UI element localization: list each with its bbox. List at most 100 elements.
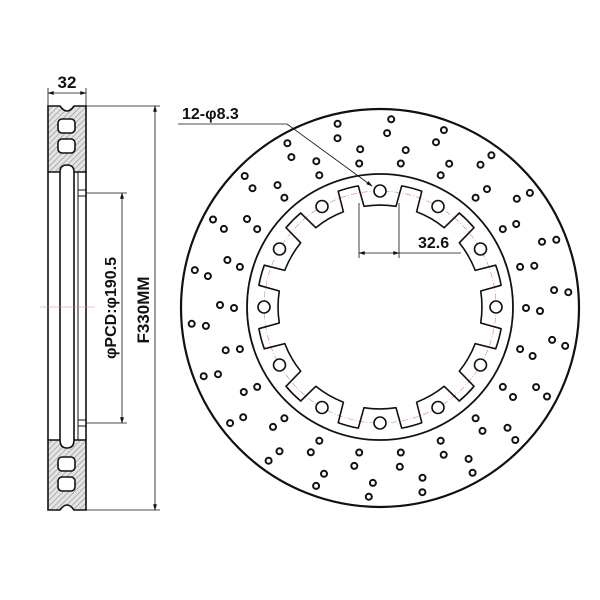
drilled-hole bbox=[511, 436, 520, 444]
bolt-hole bbox=[489, 300, 503, 314]
drilled-hole bbox=[333, 134, 342, 143]
drilled-hole bbox=[471, 414, 480, 423]
drilled-hole bbox=[396, 159, 405, 168]
drilled-hole bbox=[187, 319, 196, 328]
section-top-block bbox=[47, 105, 87, 173]
drilled-hole bbox=[552, 235, 561, 244]
drilled-hole bbox=[223, 256, 232, 264]
drilled-hole bbox=[264, 456, 273, 465]
bolt-holes bbox=[257, 184, 503, 430]
outer-diameter-dimension: F330MM bbox=[86, 105, 160, 511]
drilled-hole bbox=[280, 193, 289, 202]
drilled-hole bbox=[243, 215, 251, 223]
bolt-hole bbox=[473, 242, 488, 256]
bolt-hole bbox=[272, 358, 287, 372]
drilled-hole bbox=[487, 151, 496, 160]
thickness-dimension: 32 bbox=[47, 73, 87, 106]
drilled-hole bbox=[315, 436, 324, 445]
drilled-hole bbox=[190, 266, 199, 275]
drilled-hole bbox=[532, 383, 541, 392]
drilled-hole bbox=[269, 422, 277, 431]
drilled-hole bbox=[240, 172, 249, 180]
drilled-hole bbox=[306, 448, 315, 457]
drilled-hole bbox=[471, 193, 480, 202]
drilled-hole bbox=[221, 346, 230, 355]
drilled-hole bbox=[312, 481, 321, 490]
drilled-hole bbox=[550, 286, 559, 295]
drilled-hole bbox=[401, 146, 410, 155]
drilled-hole bbox=[522, 304, 530, 312]
drilled-hole bbox=[216, 301, 224, 309]
section-bottom-block bbox=[47, 439, 87, 511]
bolt-hole bbox=[373, 416, 387, 430]
drilled-hole bbox=[538, 237, 546, 246]
drilled-hole bbox=[239, 388, 248, 396]
bolt-hole bbox=[431, 400, 445, 415]
drilled-hole bbox=[383, 129, 392, 138]
bolt-hole bbox=[431, 199, 445, 214]
bolt-hole bbox=[373, 184, 387, 198]
slot-width-label: 32.6 bbox=[418, 235, 449, 252]
drilled-hole bbox=[355, 159, 364, 168]
pcd-dimension: φPCD:φ190.5 bbox=[86, 192, 127, 424]
bolt-hole bbox=[473, 358, 488, 372]
bolt-hole bbox=[315, 400, 329, 415]
drilled-hole bbox=[355, 448, 364, 457]
drilled-hole bbox=[516, 262, 525, 271]
bolt-hole bbox=[272, 242, 287, 256]
drilled-hole bbox=[209, 215, 217, 224]
drilled-hole bbox=[478, 426, 487, 435]
drilled-hole bbox=[248, 184, 257, 193]
bolt-hole bbox=[315, 199, 329, 214]
drilled-hole bbox=[548, 335, 557, 344]
drilled-holes bbox=[187, 115, 573, 501]
drilled-hole bbox=[368, 478, 377, 487]
drilled-hole bbox=[445, 159, 454, 168]
outer-rim bbox=[179, 107, 581, 509]
bolt-hole bbox=[257, 300, 271, 314]
front-view bbox=[179, 107, 581, 509]
drilled-hole bbox=[333, 119, 342, 128]
drilled-hole bbox=[239, 413, 248, 422]
drilled-hole bbox=[226, 419, 235, 428]
pcd-centerline bbox=[263, 190, 497, 424]
drilled-hole bbox=[516, 345, 525, 354]
drilled-hole bbox=[235, 262, 244, 271]
drilled-hole bbox=[230, 304, 238, 312]
drilled-hole bbox=[498, 382, 507, 391]
drilled-hole bbox=[320, 469, 328, 478]
drilled-hole bbox=[509, 393, 517, 401]
drilled-hole bbox=[530, 261, 539, 270]
drilled-hole bbox=[536, 307, 544, 315]
inner-ring bbox=[246, 173, 514, 441]
drilled-hole bbox=[312, 157, 321, 166]
slot-width-dimension: 32.6 bbox=[358, 203, 461, 258]
thickness-label: 32 bbox=[58, 73, 77, 92]
bolt-hole-label: 12-φ8.3 bbox=[182, 106, 239, 123]
drilled-hole bbox=[512, 220, 521, 228]
drilled-hole bbox=[503, 423, 512, 432]
drilled-hole bbox=[395, 462, 404, 471]
drilled-hole bbox=[203, 272, 212, 281]
drilled-hole bbox=[201, 321, 210, 330]
drilled-hole bbox=[476, 160, 485, 169]
drilled-hole bbox=[543, 392, 551, 401]
drilled-hole bbox=[464, 454, 473, 463]
drilled-hole bbox=[356, 145, 365, 154]
drilled-hole bbox=[439, 450, 448, 459]
drilled-hole bbox=[219, 224, 228, 233]
drilled-hole bbox=[436, 436, 445, 445]
drilled-hole bbox=[287, 153, 296, 162]
drilled-hole bbox=[561, 341, 570, 350]
bolt-hole-callout: 12-φ8.3 bbox=[178, 106, 373, 187]
drilled-hole bbox=[350, 461, 359, 470]
drilled-hole bbox=[432, 138, 440, 147]
drilled-hole bbox=[315, 171, 324, 180]
drilled-hole bbox=[214, 370, 222, 379]
drilled-hole bbox=[483, 185, 491, 194]
drilled-hole bbox=[364, 492, 373, 501]
drilled-hole bbox=[253, 382, 262, 391]
drilled-hole bbox=[436, 171, 445, 180]
section-middle bbox=[47, 172, 87, 440]
